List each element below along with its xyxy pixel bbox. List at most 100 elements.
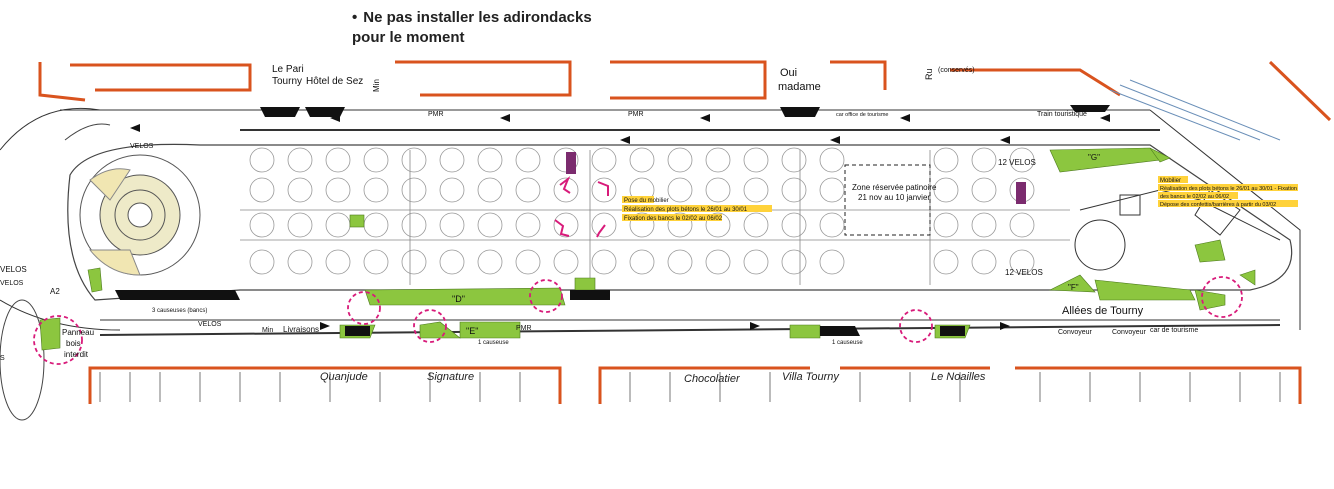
tree-icon [1009,249,1035,275]
tree-icon [249,147,275,173]
tree-icon [477,249,503,275]
tree-icon [971,147,997,173]
label-12-velos-a: 12 VELOS [998,158,1036,167]
label-pmr-3: PMR [516,325,532,332]
patinoire-line-1: Zone réservée patinoire [852,183,937,192]
tree-icon [971,249,997,275]
zone-d-label: "D" [452,294,465,304]
tree-icon [401,249,427,275]
tree-icon [743,249,769,275]
label-le-pari: Le Pari [272,64,304,75]
label-panneau-2: bois [66,339,81,348]
tree-icon [705,212,731,238]
tree-icon [819,177,845,203]
tree-icon [781,147,807,173]
magenta-marks [554,176,609,238]
mobilier-g: Dépose des confettis/barrières à partir … [1160,202,1276,208]
patinoire-zone [844,164,931,236]
tree-icon [401,177,427,203]
tree-icon [667,147,693,173]
tree-icon [933,249,959,275]
tree-icon [705,249,731,275]
mobilier-annotation-right: Mobilier Réalisation des plots bétons le… [1158,176,1298,208]
note-line-1: Ne pas installer les adirondacks [363,9,592,26]
tree-icon [439,147,465,173]
patinoire-line-2: 21 nov au 10 janvier [858,193,930,202]
mobilier-a: Pose du mobilier [624,198,669,204]
tree-icon [553,249,579,275]
tree-icon [667,212,693,238]
zone-g-label: "G" [1088,153,1100,162]
tree-icon [325,249,351,275]
zone-g-area [1049,147,1161,173]
monument-circle [79,154,201,276]
tree-icon [743,147,769,173]
tree-icon [439,249,465,275]
label-velos-edge: VELOS [0,280,24,287]
label-panneau-3: interdit [64,350,89,359]
tree-icon [477,212,503,238]
tree-icon [287,147,313,173]
shop-villa-tourny: Villa Tourny [782,371,840,383]
label-tourny: Tourny [272,76,302,87]
tree-icon [325,177,351,203]
tree-icon [553,212,579,238]
tree-icon [287,212,313,238]
dashed-circles [33,276,1243,365]
label-train: Train touristique [1037,111,1087,118]
label-oui: Oui [780,67,797,79]
bottom-buildings [88,366,1302,404]
tree-icon [553,177,579,203]
tree-icon [249,249,275,275]
mobilier-b: Réalisation des plots bétons le 26/01 au… [624,207,748,213]
tree-icon [743,177,769,203]
label-velos-left: VELOS [0,265,27,274]
label-livraisons: Livraisons [283,325,319,334]
tree-icon [477,147,503,173]
label-1-causeuse-b: 1 causeuse [832,340,863,346]
tree-icon [363,177,389,203]
label-1-causeuse-a: 1 causeuse [478,340,509,346]
mobilier-annotation-left: Pose du mobilier Réalisation des plots b… [622,196,772,222]
label-convoyeur-1: Convoyeur [1058,329,1093,336]
tree-icon [933,147,959,173]
tree-icon [401,147,427,173]
black-benches [115,105,1110,336]
shop-quanjude: Quanjude [320,371,368,383]
tree-icon [629,249,655,275]
tree-icon [781,249,807,275]
tree-icon [477,177,503,203]
tree-icon [401,212,427,238]
tree-icon [591,212,617,238]
label-hotel: Hôtel de Sez [306,76,363,87]
label-velos-top: VELOS [130,143,154,150]
label-allees-de-tourny: Allées de Tourny [1062,305,1144,317]
zone-f-area [1048,274,1096,293]
tree-icon [705,177,731,203]
label-velos-bottom: VELOS [198,321,222,328]
tree-icon [515,177,541,203]
roads [0,79,1301,336]
purple-furniture [566,152,1026,204]
label-madame: madame [778,81,821,93]
tree-icon [667,177,693,203]
tree-icon [743,212,769,238]
mobilier-d: Mobilier [1160,178,1181,184]
label-conservees: (conservés) [938,67,975,74]
tree-icon [1009,147,1035,173]
tree-icon [1009,212,1035,238]
tree-icon [249,177,275,203]
label-12-velos-b: 12 VELOS [1005,268,1043,277]
tree-icon [249,212,275,238]
road-arrows [130,114,1110,330]
misc-labels: 3 causeuses (bancs) 1 causeuse 1 causeus… [0,280,1198,362]
label-pmr-1: PMR [428,111,444,118]
zone-e-area [459,321,521,339]
tree-icon [781,212,807,238]
zone-d-area [364,287,566,306]
tree-icon [819,249,845,275]
road-labels: PMR PMR PMR VELOS VELOS 12 VELOS 12 VELO… [0,111,1043,334]
top-buildings [38,60,1332,122]
tree-icon [591,147,617,173]
